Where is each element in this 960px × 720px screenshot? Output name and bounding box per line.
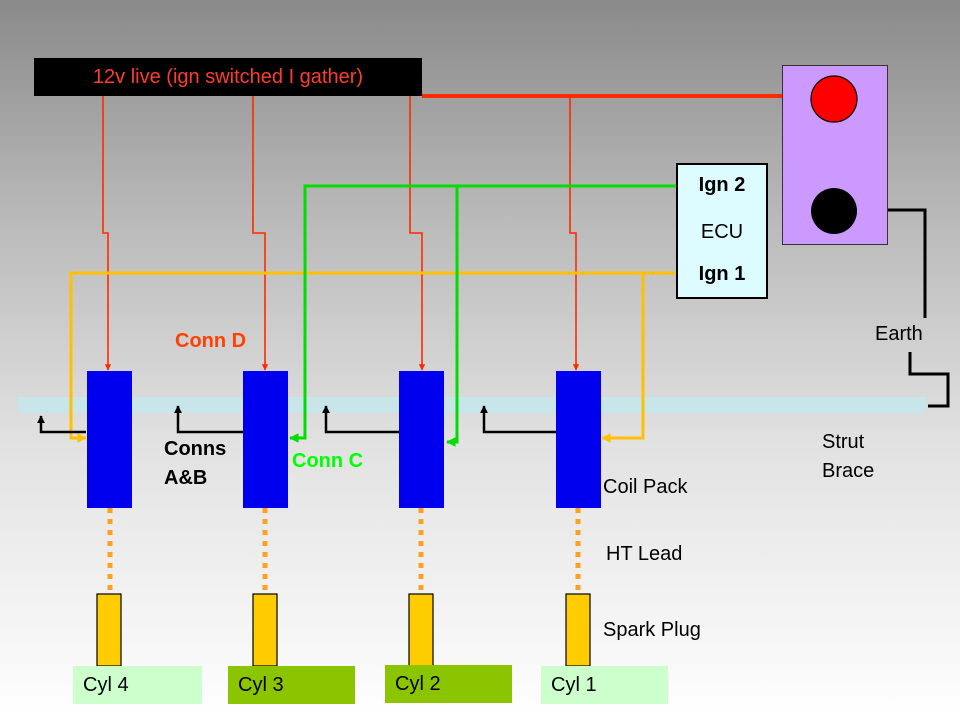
- earth-strap-wire: [908, 352, 950, 408]
- battery-terminals: [810, 75, 858, 234]
- ecu-ign2-label: Ign 2: [698, 174, 746, 196]
- coil-pack-label: Coil Pack: [603, 476, 688, 498]
- ecu-title: ECU: [700, 221, 744, 243]
- strut-brace-bar: [18, 397, 926, 413]
- cylinder-label-cyl2: Cyl 2: [385, 665, 512, 703]
- battery-negative-terminal-icon: [811, 188, 857, 234]
- cylinder-label-cyl1: Cyl 1: [541, 666, 668, 704]
- coil-earth-arrow-cyl1: [479, 405, 556, 434]
- coil-earth-arrow-cyl2: [321, 405, 399, 434]
- ecu-ign1-label: Ign 1: [698, 263, 746, 285]
- battery-positive-terminal-icon: [810, 75, 858, 123]
- coil-pack-cyl3: [243, 371, 288, 508]
- coil-earth-arrow-cyl4: [36, 415, 86, 434]
- spark-plug-cyl2: [408, 593, 434, 667]
- coil-pack-cyl2: [399, 371, 444, 508]
- supply-feed-cyl4: [102, 96, 112, 371]
- spark-plug-cyl3: [252, 593, 278, 667]
- ign2-wire-cyl2: [446, 186, 459, 447]
- strut-brace-label-line2: Brace: [822, 460, 875, 482]
- strut-brace-label-line1: Strut: [822, 431, 865, 453]
- earth-label: Earth: [875, 323, 923, 345]
- coil-earth-arrow-cyl3: [173, 405, 243, 434]
- supply-feed-cyl1: [569, 96, 580, 371]
- spark-plug-cyl4: [96, 593, 122, 667]
- ecu-box: Ign 2 ECU Ign 1: [676, 163, 768, 299]
- supply-feed-cyl2: [409, 96, 426, 371]
- supply-banner: 12v live (ign switched I gather): [34, 58, 422, 96]
- ht-lead-label: HT Lead: [606, 543, 683, 565]
- spark-plug-cyl1: [565, 593, 591, 667]
- coil-pack-cyl1: [556, 371, 601, 508]
- cylinder-label-cyl3: Cyl 3: [228, 666, 355, 704]
- conns-ab-label-line1: Conns: [164, 438, 227, 460]
- battery: [782, 65, 888, 245]
- conn-d-label: Conn D: [175, 330, 247, 352]
- conns-ab-label-line2: A&B: [164, 467, 208, 489]
- supply-feed-cyl3: [252, 96, 269, 371]
- spark-plug-label: Spark Plug: [603, 619, 701, 641]
- coil-pack-cyl4: [87, 371, 132, 508]
- ign1-wire-cyl1: [601, 273, 645, 443]
- conn-c-label: Conn C: [292, 450, 364, 472]
- cylinder-label-cyl4: Cyl 4: [73, 666, 202, 704]
- ign2-wire-cyl3: [289, 184, 676, 443]
- ign1-wire-cyl4: [69, 271, 676, 443]
